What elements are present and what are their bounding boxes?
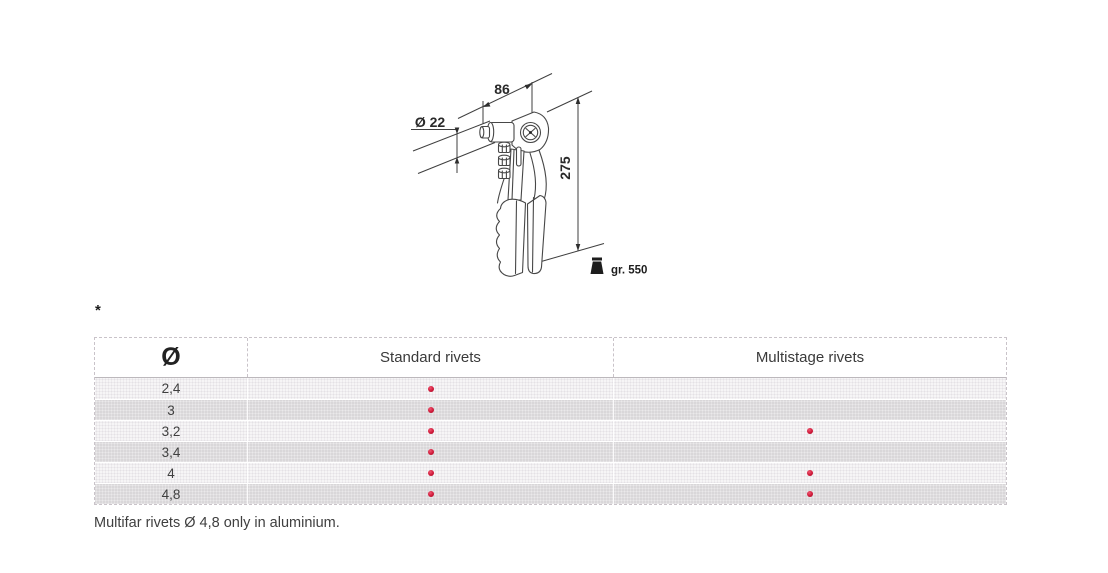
multistage-cell xyxy=(613,463,1006,483)
availability-dot xyxy=(427,407,434,413)
footnote-marker: * xyxy=(95,302,101,319)
diameter-value: 3 xyxy=(167,402,175,418)
diameter-value: 3,2 xyxy=(161,423,181,439)
footnote-text: Multifar rivets Ø 4,8 only in aluminium. xyxy=(94,515,340,531)
standard-cell xyxy=(247,463,613,483)
availability-dot xyxy=(427,428,434,434)
column-header-diameter: Ø xyxy=(161,343,181,371)
availability-dot xyxy=(427,470,434,476)
weight-label: gr. 550 xyxy=(611,265,647,277)
table-row: 4 xyxy=(95,462,1006,483)
diameter-value: 3,4 xyxy=(161,444,181,460)
table-row: 2,4 xyxy=(95,378,1006,399)
standard-cell xyxy=(247,400,613,420)
multistage-cell xyxy=(613,378,1006,399)
dimension-lines xyxy=(411,73,605,264)
availability-dot xyxy=(807,428,813,434)
column-header-multistage-rivets: Multistage rivets xyxy=(613,338,1006,377)
availability-dot xyxy=(807,470,813,476)
multistage-cell xyxy=(613,484,1006,504)
diameter-value: 2,4 xyxy=(161,381,181,396)
rivet-compatibility-table: Ø Standard rivets Multistage rivets 2,4 … xyxy=(94,337,1007,505)
availability-dot xyxy=(427,385,434,392)
dimension-label-diameter: Ø 22 xyxy=(415,114,446,130)
diameter-value: 4 xyxy=(167,465,175,481)
riveter-body xyxy=(479,111,550,277)
availability-dot xyxy=(807,491,813,497)
availability-dot xyxy=(427,491,434,497)
multistage-cell xyxy=(613,421,1006,441)
column-header-standard-rivets: Standard rivets xyxy=(247,338,613,377)
diameter-value: 4,8 xyxy=(161,486,181,502)
table-row: 3,4 xyxy=(95,441,1006,462)
standard-cell xyxy=(247,442,613,462)
availability-dot xyxy=(427,449,434,455)
spare-nozzles xyxy=(496,141,511,204)
table-row: 3,2 xyxy=(95,420,1006,441)
dimension-label-height: 275 xyxy=(557,156,573,180)
standard-cell xyxy=(247,421,613,441)
table-header-row: Ø Standard rivets Multistage rivets xyxy=(95,338,1006,378)
riveter-technical-drawing: 86 Ø 22 275 gr. 550 xyxy=(411,73,647,277)
multistage-cell xyxy=(613,400,1006,420)
weight-icon xyxy=(590,257,604,274)
table-row: 3 xyxy=(95,399,1006,420)
table-row: 4,8 xyxy=(95,483,1006,504)
multistage-cell xyxy=(613,442,1006,462)
dimension-label-width: 86 xyxy=(494,81,510,97)
standard-cell xyxy=(247,484,613,504)
standard-cell xyxy=(247,378,613,399)
